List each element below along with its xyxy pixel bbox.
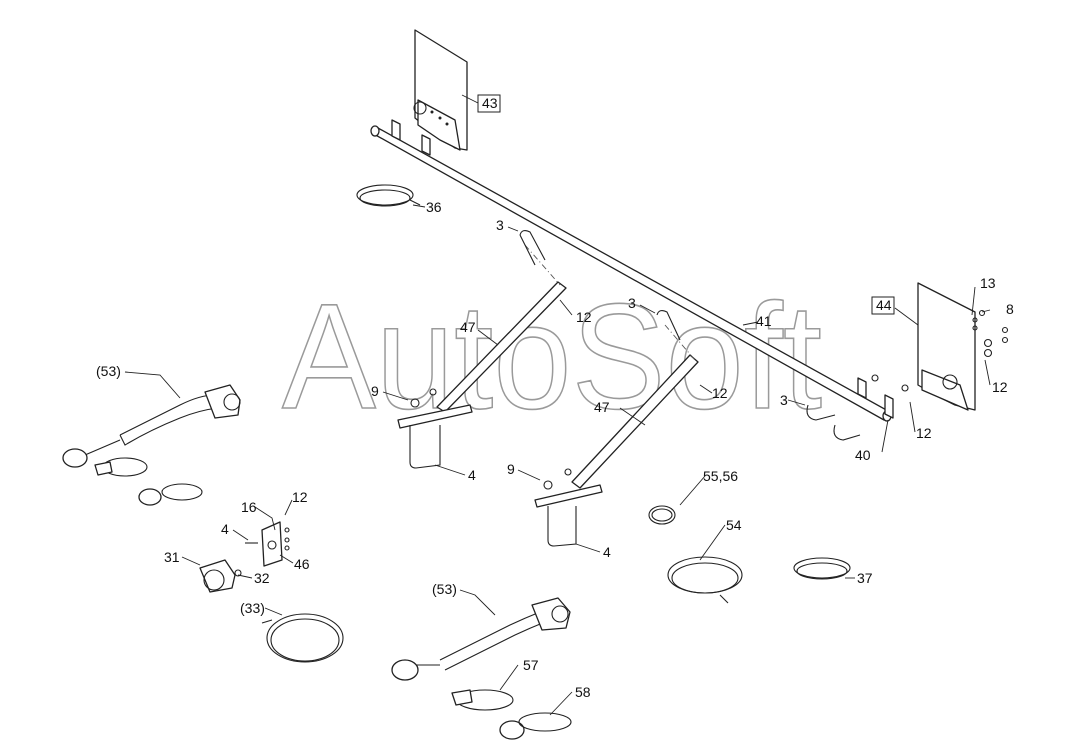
callout-53-bottom: (53) xyxy=(432,581,457,597)
callout-3-right: 3 xyxy=(780,392,788,408)
cable-54 xyxy=(667,556,743,604)
callout-8: 8 xyxy=(1006,301,1014,317)
callout-46: 46 xyxy=(294,556,310,572)
callout-43: 43 xyxy=(482,95,498,111)
callout-58: 58 xyxy=(575,684,591,700)
callout-9-left: 9 xyxy=(371,383,379,399)
callout-12-arm-left: 12 xyxy=(576,309,592,325)
callout-31: 31 xyxy=(164,549,180,565)
callout-16: 16 xyxy=(241,499,257,515)
callout-3-left: 3 xyxy=(496,217,504,233)
cable-33 xyxy=(261,613,344,663)
callout-12-socket: 12 xyxy=(292,489,308,505)
callout-41: 41 xyxy=(756,313,772,329)
cable-ring-55-56 xyxy=(648,505,676,525)
callout-labels: 43 44 36 3 3 3 12 12 12 12 12 47 47 41 1… xyxy=(96,94,1014,700)
right-u-bolts xyxy=(806,404,861,441)
callout-53-left: (53) xyxy=(96,363,121,379)
bottom-coiled-cable-53 xyxy=(391,597,571,681)
left-support-arm-47 xyxy=(397,229,567,469)
callout-4-socket: 4 xyxy=(221,521,229,537)
callout-57: 57 xyxy=(523,657,539,673)
callout-box-43 xyxy=(477,94,501,113)
cables-57-58 xyxy=(451,689,572,740)
right-support-arm-47 xyxy=(534,309,699,547)
callout-12-arm-right: 12 xyxy=(712,385,728,401)
callout-12-bracket: 12 xyxy=(916,425,932,441)
callout-13: 13 xyxy=(980,275,996,291)
callout-3-middle: 3 xyxy=(628,295,636,311)
right-mudflap-44 xyxy=(857,282,1009,419)
left-small-cables xyxy=(94,457,203,506)
cable-37 xyxy=(793,557,851,580)
callout-9-right: 9 xyxy=(507,461,515,477)
callout-36: 36 xyxy=(426,199,442,215)
callout-32: 32 xyxy=(254,570,270,586)
callout-40: 40 xyxy=(855,447,871,463)
callout-12-right-flap: 12 xyxy=(992,379,1008,395)
callout-33: (33) xyxy=(240,600,265,616)
callout-37: 37 xyxy=(857,570,873,586)
callout-box-44 xyxy=(871,296,895,315)
callout-4-left-ubolt: 4 xyxy=(468,467,476,483)
callout-54: 54 xyxy=(726,517,742,533)
callout-47-right: 47 xyxy=(594,399,610,415)
socket-bracket-assembly xyxy=(199,521,290,593)
callout-55-56: 55,56 xyxy=(703,468,738,484)
left-mudflap-43 xyxy=(391,29,468,156)
callout-4-right-ubolt: 4 xyxy=(603,544,611,560)
cable-36 xyxy=(356,184,421,207)
callout-47-left: 47 xyxy=(460,319,476,335)
left-coiled-cable-53 xyxy=(62,384,241,468)
callout-44: 44 xyxy=(876,297,892,313)
callout-leaders xyxy=(124,94,991,716)
